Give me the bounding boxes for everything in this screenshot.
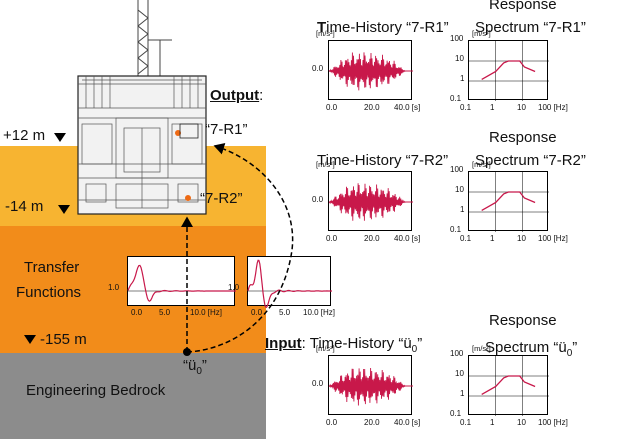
transfer-1-ytick: 1.0 <box>108 283 120 292</box>
row2-resp-unit-label: [m/s²] <box>472 160 491 169</box>
row3-resp-ytick-1: 10 <box>455 369 464 378</box>
row3-resp-xtick-1: 1 <box>490 418 495 427</box>
row2-time-title: Time-History “7-R2” <box>317 152 449 169</box>
reactor-building-illustration <box>76 0 208 216</box>
row3-resp-unit-label: [m/s²] <box>472 344 491 353</box>
row1-time-xtick-1: 20.0 <box>364 103 380 112</box>
row1-response-title-2: Spectrum “7-R1” <box>475 19 586 36</box>
row2-resp-ytick-3: 0.1 <box>450 225 462 234</box>
output-label: Output: <box>210 87 264 104</box>
row3-time-history-signal <box>328 367 413 406</box>
row2-time-history-plot <box>328 171 413 231</box>
input-point-label: “ü0” <box>183 357 207 377</box>
transfer-1-xtick-0: 0.0 <box>131 308 143 317</box>
row1-resp-xtick-1: 1 <box>490 103 495 112</box>
row1-response-spectrum-curve <box>469 41 549 101</box>
row1-time-history-signal <box>328 52 413 91</box>
transfer-2-xtick-0: 0.0 <box>251 308 263 317</box>
row2-response-title-1: Response <box>489 129 557 146</box>
point-7-r2-label: “7-R2” <box>200 190 243 207</box>
row3-time-xtick-0: 0.0 <box>326 418 338 427</box>
transfer-1-xtick-1: 5.0 <box>159 308 171 317</box>
row2-resp-xtick-0: 0.1 <box>460 234 472 243</box>
depth-label-12m: +12 m <box>3 127 46 144</box>
building-drawing <box>77 0 207 215</box>
transfer-function-plot-2 <box>247 256 332 309</box>
row1-resp-xtick-2: 10 <box>517 103 526 112</box>
depth-marker-12m-icon <box>54 133 66 142</box>
row3-response-spectrum-plot <box>468 355 549 416</box>
row3-resp-ytick-2: 1 <box>460 389 465 398</box>
row2-time-xtick-1: 20.0 <box>364 234 380 243</box>
transfer-2-xtick-1: 5.0 <box>279 308 291 317</box>
transfer-1-xtick-2: 10.0 [Hz] <box>190 308 223 317</box>
row3-resp-ytick-0: 100 <box>450 349 464 358</box>
engineering-bedrock-layer <box>0 353 266 439</box>
row3-time-ytick: 0.0 <box>312 379 324 388</box>
transfer-functions-label-line2: Functions <box>16 284 82 301</box>
row1-response-spectrum-plot <box>468 40 549 101</box>
transfer-2-ytick: 1.0 <box>228 283 240 292</box>
row1-resp-xtick-3: 100 [Hz] <box>538 103 568 112</box>
row2-response-spectrum-plot <box>468 171 549 232</box>
row2-time-xtick-2: 40.0 [s] <box>394 234 421 243</box>
row2-time-unit-label: [m/s²] <box>316 160 335 169</box>
row3-time-xtick-1: 20.0 <box>364 418 380 427</box>
r1-sensor-marker <box>175 130 181 136</box>
row2-resp-ytick-2: 1 <box>460 205 465 214</box>
row3-time-unit-label: [m/s²] <box>316 344 335 353</box>
row1-resp-xtick-0: 0.1 <box>460 103 472 112</box>
row1-resp-ytick-0: 100 <box>450 34 464 43</box>
row3-resp-xtick-0: 0.1 <box>460 418 472 427</box>
row2-time-xtick-0: 0.0 <box>326 234 338 243</box>
row3-resp-ytick-3: 0.1 <box>450 409 462 418</box>
row2-resp-xtick-1: 1 <box>490 234 495 243</box>
depth-label-14m: -14 m <box>5 198 44 215</box>
depth-marker-14m-icon <box>58 205 70 214</box>
row1-time-xtick-0: 0.0 <box>326 103 338 112</box>
row1-resp-ytick-1: 10 <box>455 54 464 63</box>
transfer-function-plot-1 <box>127 256 236 306</box>
row1-response-title-1: Response <box>489 0 557 13</box>
row2-response-title-2: Spectrum “7-R2” <box>475 152 586 169</box>
bedrock-label: Engineering Bedrock <box>26 382 166 399</box>
row2-resp-ytick-0: 100 <box>450 165 464 174</box>
row1-resp-ytick-2: 1 <box>460 74 465 83</box>
transfer-2-xtick-2: 10.0 [Hz] <box>303 308 336 317</box>
row3-resp-xtick-2: 10 <box>517 418 526 427</box>
transfer-functions-label-line1: Transfer <box>24 259 80 276</box>
row3-response-title-2: Spectrum “ü0” <box>485 339 578 359</box>
row2-response-spectrum-curve <box>469 172 549 232</box>
row1-time-title: Time-History “7-R1” <box>317 19 449 36</box>
row3-time-xtick-2: 40.0 [s] <box>394 418 421 427</box>
row1-time-ytick: 0.0 <box>312 64 324 73</box>
transfer-function-curve-2 <box>247 259 332 309</box>
depth-label-155m: -155 m <box>40 331 87 348</box>
row3-resp-xtick-3: 100 [Hz] <box>538 418 568 427</box>
row1-time-history-plot <box>328 40 413 100</box>
depth-marker-155m-icon <box>24 335 36 344</box>
row3-response-spectrum-curve <box>469 356 549 416</box>
r2-sensor-marker <box>185 195 191 201</box>
row2-resp-xtick-3: 100 [Hz] <box>538 234 568 243</box>
row3-time-history-plot <box>328 355 413 415</box>
transfer-function-curve-1 <box>127 264 236 302</box>
row2-time-ytick: 0.0 <box>312 195 324 204</box>
row1-time-unit-label: [m/s²] <box>316 29 335 38</box>
row1-resp-ytick-3: 0.1 <box>450 94 462 103</box>
row2-time-history-signal <box>328 183 413 221</box>
row2-resp-xtick-2: 10 <box>517 234 526 243</box>
row2-resp-ytick-1: 10 <box>455 185 464 194</box>
point-7-r1-label: “7-R1” <box>205 121 248 138</box>
row1-resp-unit-label: [m/s²] <box>472 29 491 38</box>
row3-response-title-1: Response <box>489 312 557 329</box>
row3-time-title: Input: Time-History “ü0” <box>265 335 423 355</box>
row1-time-xtick-2: 40.0 [s] <box>394 103 421 112</box>
